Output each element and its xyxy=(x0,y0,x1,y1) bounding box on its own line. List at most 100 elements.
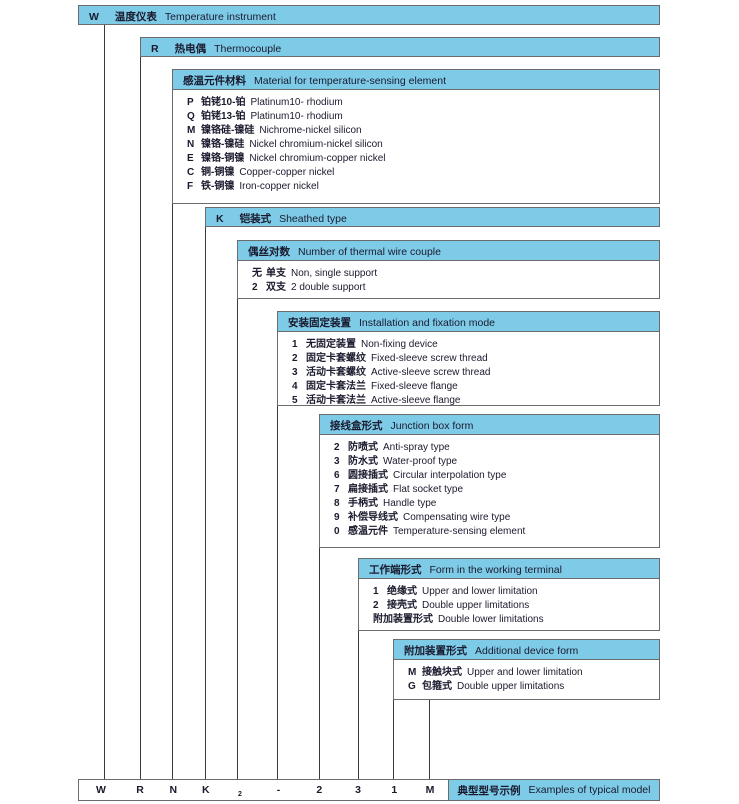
option-key: G xyxy=(408,681,416,692)
option-label-en: Copper-copper nickel xyxy=(239,167,335,178)
section-header-working-terminal-form: 工作端形式 Form in the working terminal xyxy=(359,559,659,579)
option-label-cn: 接壳式 xyxy=(387,600,417,611)
option-key: 1 xyxy=(373,586,379,597)
option-label-en: Water-proof type xyxy=(383,456,458,467)
section-title-en-junction-box-form: Junction box form xyxy=(390,420,474,432)
section-header-thermocouple: R 热电偶 Thermocouple xyxy=(141,38,659,56)
option-key: 7 xyxy=(334,484,340,495)
option-label-cn: 铂铑13-铂 xyxy=(201,111,246,122)
option-label-en: Fixed-sleeve screw thread xyxy=(371,353,488,364)
section-code-thermocouple: R xyxy=(151,43,159,55)
model-code-cell: 1 xyxy=(391,784,398,796)
section-header-sheathed-type: K 铠装式 Sheathed type xyxy=(206,208,659,226)
section-header-temperature-instrument: W 温度仪表 Temperature instrument xyxy=(79,6,659,24)
option-label-en: Flat socket type xyxy=(393,484,464,495)
option-label-en: Platinum10- rhodium xyxy=(250,111,343,122)
option-label-en: Nickel chromium-nickel silicon xyxy=(249,139,383,150)
option-label-en: Upper and lower limitation xyxy=(467,667,583,678)
option-label-cn: 铂铑10-铂 xyxy=(201,97,246,108)
connector-line-10 xyxy=(429,699,430,779)
model-code-cell: M xyxy=(425,784,435,796)
option-row: 6 圆接插式 Circular interpolation type xyxy=(320,469,659,483)
section-title-cn-additional-device-form: 附加装置形式 xyxy=(404,645,467,657)
option-label-cn: 无固定装置 xyxy=(306,339,356,350)
section-header-sensing-element-material: 感温元件材料 Material for temperature-sensing … xyxy=(173,70,659,90)
option-key: 1 xyxy=(292,339,298,350)
section-title-cn-temperature-instrument: 温度仪表 xyxy=(114,11,157,23)
option-label-cn: 接触块式 xyxy=(422,667,462,678)
option-label-en: Iron-copper nickel xyxy=(239,181,319,192)
model-code-cell: 2 xyxy=(316,784,323,796)
model-code-cell: W xyxy=(96,784,106,796)
connector-line-9 xyxy=(393,679,394,779)
connector-line-3 xyxy=(172,203,173,779)
section-code-temperature-instrument: W xyxy=(89,11,99,23)
option-label-en: Fixed-sleeve flange xyxy=(371,381,458,392)
section-header-thermal-wire-couple: 偶丝对数 Number of thermal wire couple xyxy=(238,241,659,261)
section-title-en-thermal-wire-couple: Number of thermal wire couple xyxy=(298,246,441,258)
option-label-cn: 扁接插式 xyxy=(348,484,388,495)
model-code-cell: - xyxy=(276,784,281,796)
option-label-cn: 铜-铜镍 xyxy=(201,167,235,178)
option-label-cn: 包箍式 xyxy=(422,681,452,692)
option-label-en: Nichrome-nickel silicon xyxy=(259,125,362,136)
option-label-en: Active-sleeve flange xyxy=(371,395,461,406)
section-thermocouple: R 热电偶 Thermocouple xyxy=(140,37,660,57)
option-label-cn: 固定卡套螺纹 xyxy=(306,353,366,364)
option-key: P xyxy=(187,97,194,108)
option-label-en: Double upper limitations xyxy=(422,600,530,611)
option-label-en: Temperature-sensing element xyxy=(393,526,526,537)
section-temperature-instrument: W 温度仪表 Temperature instrument xyxy=(78,5,660,25)
section-title-en-temperature-instrument: Temperature instrument xyxy=(164,11,276,23)
option-label-en: Non-fixing device xyxy=(361,339,438,350)
option-key: F xyxy=(187,181,194,192)
option-label-en: Active-sleeve screw thread xyxy=(371,367,491,378)
option-label-cn: 单支 xyxy=(266,268,286,279)
option-key: 0 xyxy=(334,526,340,537)
option-label-en: Compensating wire type xyxy=(403,512,511,523)
section-header-additional-device-form: 附加装置形式 Additional device form xyxy=(394,640,659,660)
connector-line-1 xyxy=(104,25,105,779)
section-title-cn-installation-fixation-mode: 安装固定装置 xyxy=(288,317,351,329)
option-key: 3 xyxy=(292,367,298,378)
section-title-en-sensing-element-material: Material for temperature-sensing element xyxy=(254,75,447,87)
option-label-cn: 圆接插式 xyxy=(348,470,388,481)
option-label-cn: 附加装置形式 xyxy=(373,614,433,625)
section-title-en-additional-device-form: Additional device form xyxy=(475,645,579,657)
option-key: 无 xyxy=(252,268,262,279)
model-code-cell: 3 xyxy=(355,784,361,796)
option-key: 8 xyxy=(334,498,340,509)
option-row: 1 无固定装置 Non-fixing device xyxy=(278,338,659,352)
option-label-en: Circular interpolation type xyxy=(393,470,507,481)
option-key: 9 xyxy=(334,512,340,523)
model-strip-label-cn: 典型型号示例 xyxy=(457,784,521,797)
option-label-cn: 防喷式 xyxy=(348,442,378,453)
section-title-en-sheathed-type: Sheathed type xyxy=(279,213,347,225)
option-key: 6 xyxy=(334,470,340,481)
connector-line-6 xyxy=(277,385,278,779)
section-title-cn-sheathed-type: 铠装式 xyxy=(239,213,272,225)
option-label-cn: 活动卡套法兰 xyxy=(306,395,366,406)
section-title-cn-junction-box-form: 接线盒形式 xyxy=(330,420,383,432)
option-label-en: Non, single support xyxy=(291,268,378,279)
section-sheathed-type: K 铠装式 Sheathed type xyxy=(205,207,660,227)
section-code-sheathed-type: K xyxy=(216,213,224,225)
